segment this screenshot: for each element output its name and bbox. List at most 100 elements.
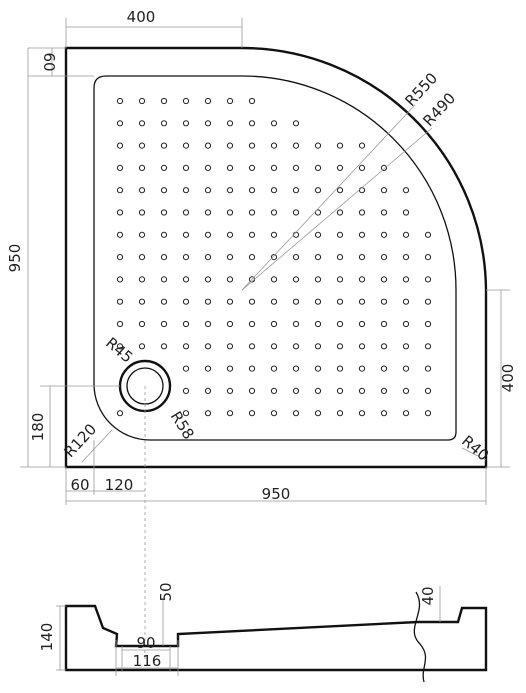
anti-slip-dot bbox=[292, 387, 300, 394]
anti-slip-dot bbox=[138, 254, 146, 261]
anti-slip-dot bbox=[138, 164, 146, 171]
anti-slip-dot bbox=[116, 97, 124, 105]
anti-slip-dot bbox=[248, 254, 256, 261]
anti-slip-dot bbox=[402, 298, 410, 305]
anti-slip-dot bbox=[204, 365, 212, 372]
anti-slip-dot bbox=[182, 365, 190, 372]
anti-slip-dot bbox=[182, 164, 190, 171]
anti-slip-dot bbox=[380, 276, 388, 283]
dim-400-top: 400 bbox=[127, 8, 156, 26]
anti-slip-dot bbox=[424, 231, 432, 238]
anti-slip-dot bbox=[160, 187, 168, 194]
anti-slip-dot bbox=[204, 97, 212, 105]
section-profile bbox=[64, 604, 488, 672]
anti-slip-dot bbox=[116, 187, 124, 194]
anti-slip-dot bbox=[160, 254, 168, 261]
anti-slip-dot bbox=[336, 410, 344, 417]
anti-slip-dot bbox=[270, 387, 278, 394]
anti-slip-dot bbox=[248, 120, 256, 127]
anti-slip-dot bbox=[138, 343, 146, 350]
anti-slip-dot bbox=[160, 142, 168, 149]
anti-slip-dot bbox=[204, 164, 212, 171]
anti-slip-dot bbox=[292, 298, 300, 305]
anti-slip-dot bbox=[358, 254, 366, 261]
anti-slip-dot bbox=[182, 410, 190, 417]
anti-slip-dot bbox=[380, 343, 388, 350]
anti-slip-dot bbox=[270, 120, 278, 127]
anti-slip-dot bbox=[402, 343, 410, 350]
dim-950-bottom: 950 bbox=[262, 485, 291, 503]
anti-slip-dot bbox=[160, 120, 168, 127]
anti-slip-dot bbox=[226, 365, 234, 372]
anti-slip-dot bbox=[226, 209, 234, 216]
anti-slip-dot bbox=[292, 142, 300, 149]
anti-slip-dot bbox=[314, 142, 322, 149]
anti-slip-dot bbox=[116, 254, 124, 261]
anti-slip-dot bbox=[358, 187, 366, 194]
anti-slip-dot bbox=[336, 142, 344, 149]
anti-slip-dot bbox=[226, 120, 234, 127]
anti-slip-dot bbox=[160, 164, 168, 171]
anti-slip-dot bbox=[380, 209, 388, 216]
anti-slip-dot bbox=[248, 343, 256, 350]
anti-slip-dot bbox=[248, 187, 256, 194]
anti-slip-dot bbox=[314, 410, 322, 417]
anti-slip-dot bbox=[270, 187, 278, 194]
anti-slip-dot bbox=[424, 387, 432, 394]
anti-slip-dot bbox=[270, 142, 278, 149]
anti-slip-dot bbox=[336, 343, 344, 350]
anti-slip-dot bbox=[424, 254, 432, 261]
dim-90-section: 90 bbox=[136, 634, 155, 652]
anti-slip-dot bbox=[248, 142, 256, 149]
anti-slip-dot bbox=[358, 387, 366, 394]
anti-slip-dot bbox=[270, 231, 278, 238]
anti-slip-dot bbox=[292, 254, 300, 261]
anti-slip-dot bbox=[336, 164, 344, 171]
anti-slip-dot bbox=[380, 387, 388, 394]
anti-slip-dot bbox=[358, 276, 366, 283]
anti-slip-dot bbox=[402, 387, 410, 394]
anti-slip-dot bbox=[358, 320, 366, 328]
anti-slip-dot bbox=[160, 320, 168, 328]
anti-slip-dot bbox=[336, 365, 344, 372]
anti-slip-dot bbox=[314, 276, 322, 283]
anti-slip-dot bbox=[270, 254, 278, 261]
anti-slip-dot bbox=[314, 387, 322, 394]
anti-slip-dot bbox=[248, 298, 256, 305]
anti-slip-dot bbox=[292, 320, 300, 328]
anti-slip-dot bbox=[116, 120, 124, 127]
anti-slip-dot-pattern bbox=[116, 97, 432, 417]
dim-60-top: 60 bbox=[40, 52, 58, 71]
anti-slip-dot bbox=[314, 298, 322, 305]
anti-slip-dot bbox=[182, 142, 190, 149]
anti-slip-dot bbox=[204, 120, 212, 127]
anti-slip-dot bbox=[160, 343, 168, 350]
anti-slip-dot bbox=[226, 410, 234, 417]
anti-slip-dot bbox=[314, 209, 322, 216]
dim-180-left: 180 bbox=[29, 413, 47, 442]
anti-slip-dot bbox=[160, 298, 168, 305]
anti-slip-dot bbox=[204, 142, 212, 149]
anti-slip-dot bbox=[204, 343, 212, 350]
anti-slip-dot bbox=[138, 142, 146, 149]
anti-slip-dot bbox=[248, 387, 256, 394]
anti-slip-dot bbox=[248, 97, 256, 105]
anti-slip-dot bbox=[182, 387, 190, 394]
anti-slip-dot bbox=[336, 298, 344, 305]
anti-slip-dot bbox=[182, 320, 190, 328]
anti-slip-dot bbox=[336, 276, 344, 283]
anti-slip-dot bbox=[402, 231, 410, 238]
r550-leader-line bbox=[241, 104, 416, 291]
anti-slip-dot bbox=[204, 254, 212, 261]
anti-slip-dot bbox=[402, 365, 410, 372]
anti-slip-dot bbox=[314, 343, 322, 350]
anti-slip-dot bbox=[358, 343, 366, 350]
anti-slip-dot bbox=[204, 209, 212, 216]
anti-slip-dot bbox=[116, 276, 124, 283]
anti-slip-dot bbox=[204, 320, 212, 328]
anti-slip-dot bbox=[160, 97, 168, 105]
anti-slip-dot bbox=[314, 164, 322, 171]
anti-slip-dot bbox=[270, 365, 278, 372]
anti-slip-dot bbox=[248, 209, 256, 216]
